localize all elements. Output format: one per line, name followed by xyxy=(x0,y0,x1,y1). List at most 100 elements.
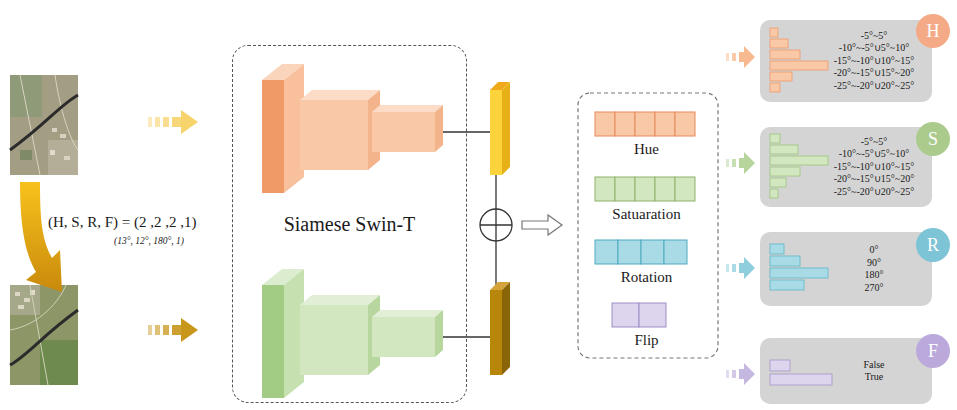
histogram xyxy=(770,244,784,254)
class-range: -20°~-15°∪15°~20° xyxy=(834,173,914,186)
feature-vector xyxy=(502,82,510,175)
histogram xyxy=(770,360,790,371)
hue-cells xyxy=(615,112,635,136)
class-range: True xyxy=(865,371,884,384)
aerial-image xyxy=(10,285,40,315)
class-range: 0° xyxy=(870,244,879,257)
rotation-cells xyxy=(641,240,664,264)
aerial-image xyxy=(10,75,78,175)
result-panel xyxy=(760,338,932,404)
output-arrow xyxy=(726,264,729,272)
box-title: Flip xyxy=(588,331,705,349)
encoder-block xyxy=(372,310,443,317)
histogram xyxy=(770,61,828,70)
rotation-cells xyxy=(595,240,618,264)
histogram xyxy=(770,134,828,198)
saturation-cells xyxy=(595,177,695,201)
input-arrow xyxy=(148,117,152,127)
head-badge: F xyxy=(916,334,950,368)
histogram xyxy=(770,360,832,385)
input-arrow xyxy=(181,110,198,134)
aerial-image xyxy=(50,150,55,155)
feature-vector xyxy=(490,82,510,175)
head-badge: R xyxy=(916,228,950,262)
aerial-image xyxy=(10,75,78,175)
hue-cells xyxy=(675,112,695,136)
histogram xyxy=(770,167,800,176)
encoder-block xyxy=(372,105,443,112)
output-arrow xyxy=(732,264,736,272)
badge-letter: S xyxy=(928,129,938,149)
badge-letter: F xyxy=(928,341,938,361)
result-panel: -5°~5°-10°~-5°∪5°~10°-15°~-10°∪10°~15°-2… xyxy=(760,127,932,207)
transform-params: (H, S, R, F) = (2 ,2 ,2 ,1) xyxy=(46,214,198,231)
result-panel xyxy=(760,127,932,207)
flip-cells xyxy=(612,303,639,327)
result-panel: 0°90°180°270° xyxy=(760,232,932,306)
histogram xyxy=(770,134,780,143)
class-range: -10°~-5°∪5°~10° xyxy=(839,42,909,55)
concat-symbol xyxy=(480,209,512,241)
input-arrow xyxy=(163,325,169,335)
aerial-image xyxy=(48,140,78,175)
result-panel xyxy=(760,20,932,404)
aerial-image xyxy=(18,305,24,309)
aerial-image xyxy=(52,128,57,132)
histogram xyxy=(770,28,778,37)
hue-cells xyxy=(635,112,655,136)
output-arrow xyxy=(739,46,755,68)
aerial-image xyxy=(10,285,78,385)
aerial-image xyxy=(10,310,78,365)
saturation-cells xyxy=(595,177,615,201)
aerial-image xyxy=(15,292,20,296)
aerial-image xyxy=(24,298,30,302)
box-title: Siamese Swin-T xyxy=(284,213,416,236)
input-arrow xyxy=(148,325,152,335)
hollow-arrow xyxy=(522,215,562,235)
feature-vector xyxy=(502,282,510,375)
rotation-cells xyxy=(664,240,687,264)
class-range: 180° xyxy=(865,269,884,282)
rotation-cells xyxy=(595,240,687,264)
head-vector: Flip xyxy=(588,301,705,351)
aerial-image xyxy=(40,340,78,385)
histogram xyxy=(770,28,828,92)
aerial-image xyxy=(10,285,78,385)
class-range: -25°~-20°∪20°~25° xyxy=(834,186,914,199)
class-range: -20°~-15°∪15°~20° xyxy=(834,67,914,80)
output-arrow xyxy=(726,257,755,279)
class-range: -15°~-10°∪10°~15° xyxy=(834,55,914,68)
saturation-cells xyxy=(655,177,675,201)
head-vector: Satuaration xyxy=(588,175,705,225)
input-arrow xyxy=(172,117,181,127)
box-title: Satuaration xyxy=(588,205,705,223)
feature-vector xyxy=(490,282,510,375)
class-range: False xyxy=(863,359,884,372)
encoder-block xyxy=(435,310,443,357)
output-arrow xyxy=(732,370,736,378)
result-panel: FalseTrue xyxy=(760,338,932,404)
histogram xyxy=(770,145,798,154)
result-panel xyxy=(760,20,932,102)
saturation-cells xyxy=(635,177,655,201)
class-range: -15°~-10°∪10°~15° xyxy=(834,161,914,174)
histogram xyxy=(770,178,786,187)
output-arrow xyxy=(739,363,755,385)
output-arrow xyxy=(726,363,755,385)
encoder-block xyxy=(262,285,284,398)
input-arrow xyxy=(155,325,160,335)
concat-symbol xyxy=(480,209,512,241)
histogram xyxy=(770,268,828,278)
box-title: Rotation xyxy=(588,268,705,286)
feature-vector xyxy=(490,90,502,175)
histogram xyxy=(770,280,804,290)
output-arrow xyxy=(726,370,729,378)
hue-cells xyxy=(655,112,675,136)
class-range: 90° xyxy=(867,257,881,270)
feature-vector xyxy=(490,290,502,375)
input-arrow xyxy=(163,117,169,127)
aerial-image xyxy=(60,134,66,138)
input-arrow xyxy=(181,318,198,342)
histogram xyxy=(770,72,792,81)
